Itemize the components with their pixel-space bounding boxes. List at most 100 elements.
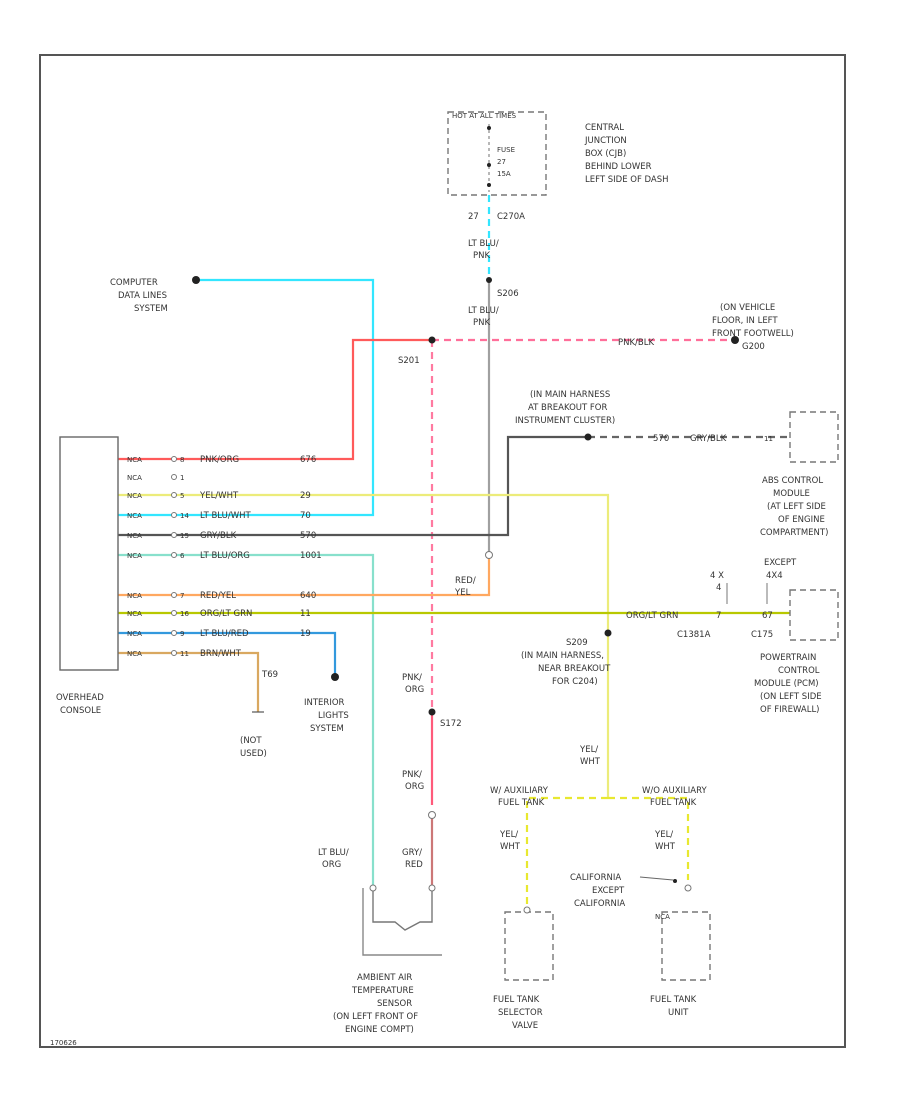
s209-label-4: FOR C204) [552,677,598,687]
console-pin-number: 5 [180,492,184,500]
harness-dot [584,433,592,441]
cjb-label-4: BEHIND LOWER [585,162,652,172]
abs-wire-color: GRY/BLK [690,434,727,444]
pcm-wire-color: ORG/LT GRN [626,611,678,621]
fuse-line-3: 15A [497,170,511,178]
console-pin-terminal [171,552,177,558]
overhead-console-label-2: CONSOLE [60,706,101,716]
wire-ltblu-pnk-1-b: PNK [473,251,490,261]
console-pin-number: 8 [180,456,184,464]
wire-red-yel [118,555,491,597]
cjb-connector: C270A [497,212,525,222]
abs-control-module [789,411,839,463]
console-pin-terminal [171,532,177,538]
california-1: CALIFORNIA [570,873,621,883]
wire-red-yel-a: RED/ [455,576,476,586]
pcm-label-5: OF FIREWALL) [760,705,820,715]
not-used-2: USED) [240,749,267,759]
console-pin-tag: NCA [127,630,142,638]
console-wire-color: LT BLU/ORG [200,551,250,561]
wire-red-yel-b: YEL [454,588,471,598]
wire-ltblu-pnk-1-a: LT BLU/ [468,239,499,249]
pcm-pin-left: 7 [716,611,721,621]
pcm-label-2: CONTROL [778,666,820,676]
not-used-1: (NOT [240,736,262,746]
footer-code: 170626 [50,1039,77,1047]
cjb-label-1: CENTRAL [585,123,624,133]
pcm-label-3: MODULE (PCM) [754,679,819,689]
interior-lights-3: SYSTEM [310,724,344,734]
console-pin-tag: NCA [127,552,142,560]
console-circuit-number: 11 [300,609,311,619]
harness-note-3: INSTRUMENT CLUSTER) [515,416,615,426]
wire-yel-wht-1-a: YEL/ [579,745,598,755]
wire-pnk-org-1-b: ORG [405,685,424,695]
fuel-tank-unit [661,911,711,981]
splice-s172-dot [428,708,436,716]
computer-system-1: COMPUTER [110,278,158,288]
splice-s172-label: S172 [440,719,462,729]
wire-ltblu-org [118,553,375,888]
except-4x4-1: EXCEPT [764,558,797,568]
splice-s206-label: S206 [497,289,519,299]
console-circuit-number: 29 [300,491,311,501]
g200-label-1: (ON VEHICLE [720,303,775,313]
console-pin-number: 16 [180,610,189,618]
console-circuit-number: 19 [300,629,311,639]
pcm-label-4: (ON LEFT SIDE [760,692,822,702]
splice-s209-dot [604,629,612,637]
console-pin-number: 1 [180,474,184,482]
ground-g200-dot [731,336,739,344]
wire-ltblu-org-b: ORG [322,860,341,870]
console-pin-tag: NCA [127,592,142,600]
cjb-pin: 27 [468,212,479,222]
central-junction-box: HOT AT ALL TIMES FUSE 27 15A CENTRAL JUN… [447,111,669,222]
s209-label-1: S209 [566,638,588,648]
abs-label-5: COMPARTMENT) [760,528,828,538]
splice-s201-dot [428,336,436,344]
wire-ltblu-pnk-2-b: PNK [473,318,490,328]
wire-computer-data [118,278,375,517]
console-pin-tag: NCA [127,456,142,464]
console-pin-terminal [171,650,177,656]
abs-label-4: OF ENGINE [778,515,825,525]
console-wire-color: GRY/BLK [200,531,237,541]
pcm-label-1: POWERTRAIN [760,653,816,663]
wire-yel-wht-1-b: WHT [580,757,601,767]
wire-pnk-org [118,338,432,461]
ambient-label-2: TEMPERATURE [351,986,414,996]
g200-label-4: G200 [742,342,765,352]
fuel-tank-selector-valve [504,911,554,981]
ambient-label-1: AMBIENT AIR [357,973,412,983]
wire-yel-wht-3-a: YEL/ [654,830,673,840]
wire-yel-wht-2-a: YEL/ [499,830,518,840]
interior-lights-2: LIGHTS [318,711,349,721]
console-pin-number: 15 [180,532,189,540]
console-circuit-number: 570 [300,531,316,541]
pcm-module [789,589,839,641]
wire-ltblu-red [118,631,337,677]
ambient-air-temperature-sensor [362,884,442,956]
aux-with-2: FUEL TANK [498,798,545,808]
label-4x4-2: 4 [716,583,721,593]
selector-valve-1: FUEL TANK [493,995,540,1005]
ambient-label-4: (ON LEFT FRONT OF [333,1012,418,1022]
overhead-console-label-1: OVERHEAD [56,693,104,703]
wire-yel-wht-3-b: WHT [655,842,676,852]
selector-valve-3: VALVE [512,1021,538,1031]
wire-pnk-org-1-a: PNK/ [402,673,422,683]
console-pin-terminal [171,512,177,518]
cjb-label-5: LEFT SIDE OF DASH [585,175,669,185]
console-pin-terminal [171,456,177,462]
abs-label-3: (AT LEFT SIDE [767,502,826,512]
s209-label-2: (IN MAIN HARNESS, [521,651,604,661]
ground-wire-label: PNK/BLK [618,338,654,348]
t69-label: T69 [261,670,278,680]
s209-label-3: NEAR BREAKOUT [538,664,611,674]
fuel-tank-unit-2: UNIT [668,1008,689,1018]
console-pin-terminal [171,492,177,498]
label-4x4-1: 4 X [710,571,724,581]
console-circuit-number: 70 [300,511,311,521]
wire-gry-red-b: RED [405,860,423,870]
